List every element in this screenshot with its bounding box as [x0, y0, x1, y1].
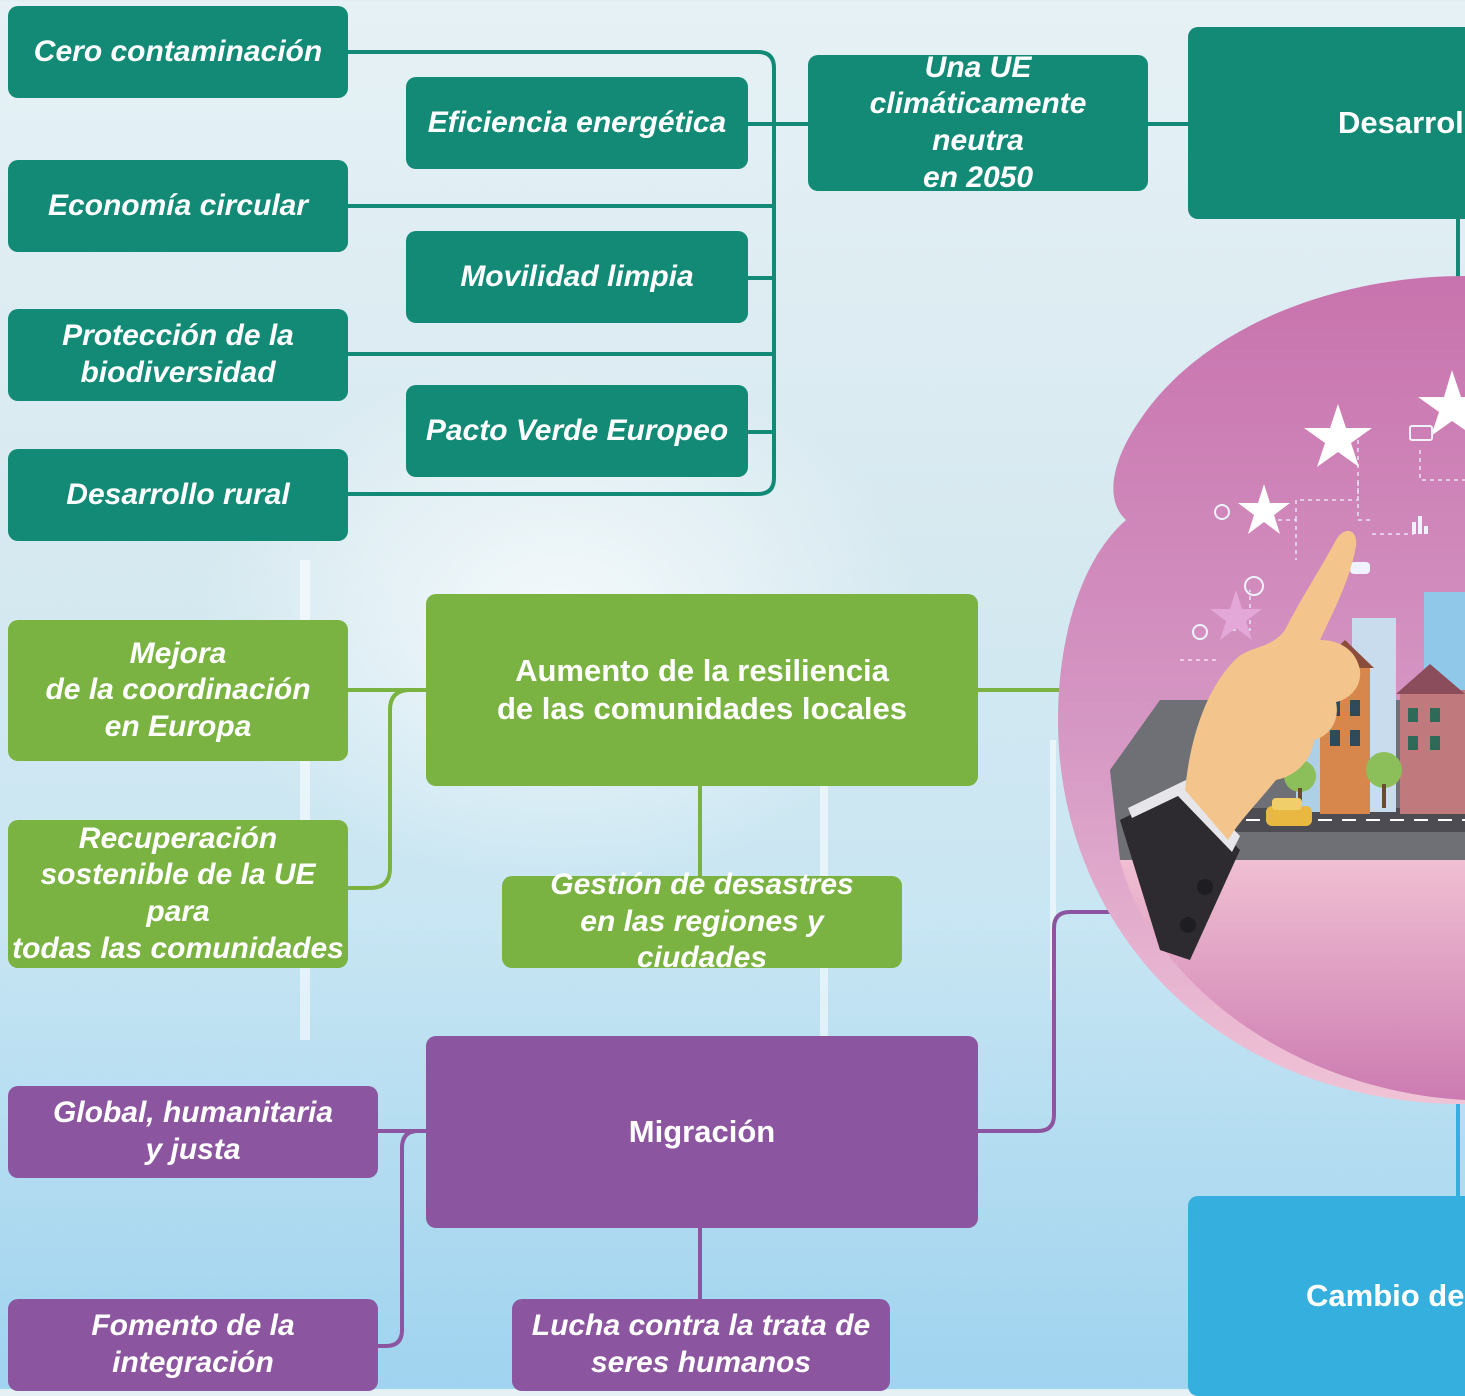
item-fomento-integracion: Fomento de la integración [8, 1299, 378, 1391]
hub-migracion: Migración [426, 1036, 978, 1228]
hub-resiliencia-comunidades: Aumento de la resiliencia de las comunid… [426, 594, 978, 786]
item-desarrollo-rural: Desarrollo rural [8, 449, 348, 541]
item-proteccion-biodiversidad: Protección de la biodiversidad [8, 309, 348, 401]
item-lucha-trata-seres-humanos: Lucha contra la trata de seres humanos [512, 1299, 890, 1391]
item-gestion-desastres: Gestión de desastres en las regiones y c… [502, 868, 902, 974]
item-ue-climaticamente-neutra: Una UE climáticamente neutra en 2050 [808, 51, 1148, 194]
item-movilidad-limpia: Movilidad limpia [406, 231, 748, 323]
item-cero-contaminacion: Cero contaminación [8, 6, 348, 98]
wind-turbine-mast [1050, 740, 1056, 1000]
item-pacto-verde-europeo: Pacto Verde Europeo [406, 385, 748, 477]
item-mejora-coordinacion: Mejora de la coordinación en Europa [8, 620, 348, 761]
item-recuperacion-sostenible: Recuperación sostenible de la UE para to… [8, 820, 348, 968]
item-eficiencia-energetica: Eficiencia energética [406, 77, 748, 169]
item-global-humanitaria-justa: Global, humanitaria y justa [8, 1086, 378, 1178]
hub-cambio-climatico: Cambio de [1188, 1196, 1465, 1396]
hub-desarrollo-sostenible: Desarrol [1188, 27, 1465, 219]
item-economia-circular: Economía circular [8, 160, 348, 252]
wind-turbine-mast [300, 560, 310, 1040]
